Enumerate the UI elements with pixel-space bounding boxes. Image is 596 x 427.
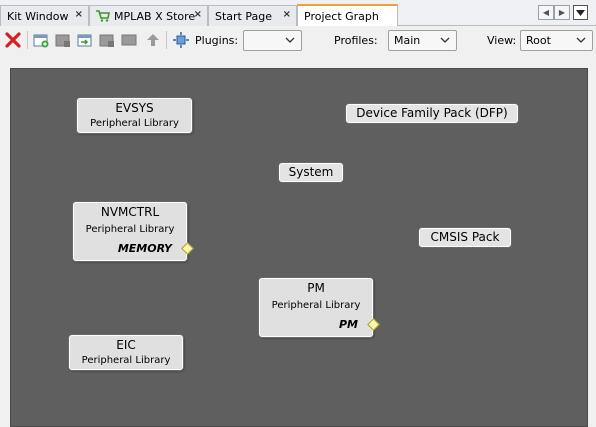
- scroll-right-icon[interactable]: ▶: [554, 5, 570, 20]
- chevron-down-icon: [285, 37, 295, 43]
- move-up-icon[interactable]: [144, 31, 162, 49]
- node-subtitle: Peripheral Library: [85, 224, 175, 235]
- window-disabled-icon[interactable]: [120, 31, 138, 49]
- project-graph-canvas[interactable]: EVSYS Peripheral Library Device Family P…: [10, 68, 588, 427]
- tab-start-page[interactable]: Start Page ×: [208, 5, 297, 26]
- tab-label: Project Graph: [304, 9, 379, 23]
- chevron-down-icon: [576, 37, 586, 43]
- import-icon[interactable]: [76, 31, 94, 49]
- cmsis-pack-component-node[interactable]: CMSIS Pack: [419, 228, 511, 247]
- add-component-icon[interactable]: [32, 31, 50, 49]
- pm-capability-label: PM: [338, 318, 358, 331]
- node-title: CMSIS Pack: [430, 230, 500, 244]
- plugins-label: Plugins:: [195, 34, 239, 47]
- tab-kit-window[interactable]: Kit Window ×: [0, 5, 89, 26]
- scroll-left-icon[interactable]: ◀: [538, 5, 554, 20]
- memory-capability-label: MEMORY: [117, 242, 172, 255]
- fit-to-window-icon[interactable]: [172, 31, 190, 49]
- nvmctrl-component-node[interactable]: NVMCTRL Peripheral Library MEMORY: [73, 202, 187, 261]
- tab-mplab-x-store[interactable]: MPLAB X Store ×: [89, 5, 208, 26]
- view-value: Root: [526, 34, 551, 47]
- tab-label: Kit Window: [7, 9, 69, 23]
- profiles-dropdown[interactable]: Main: [388, 30, 457, 51]
- profiles-label: Profiles:: [334, 34, 378, 47]
- node-title: PM: [307, 281, 325, 295]
- node-title: NVMCTRL: [100, 205, 160, 219]
- chevron-down-icon: [440, 37, 450, 43]
- tab-label: MPLAB X Store: [114, 9, 196, 23]
- tab-label: Start Page: [215, 9, 272, 23]
- export-disabled-icon[interactable]: [98, 31, 116, 49]
- view-label: View:: [487, 34, 517, 47]
- close-icon[interactable]: ×: [74, 9, 83, 20]
- node-title: Device Family Pack (DFP): [356, 106, 508, 120]
- dfp-component-node[interactable]: Device Family Pack (DFP): [346, 104, 518, 123]
- editor-tab-bar: Kit Window × MPLAB X Store × Start Page …: [0, 0, 596, 26]
- node-subtitle: Peripheral Library: [90, 118, 179, 129]
- node-title: System: [288, 165, 334, 179]
- profiles-value: Main: [394, 34, 421, 47]
- node-title: EIC: [116, 338, 136, 352]
- node-title: EVSYS: [115, 101, 154, 115]
- evsys-component-node[interactable]: EVSYS Peripheral Library: [77, 98, 192, 133]
- component-disabled-icon[interactable]: [54, 31, 72, 49]
- tab-scroll-buttons: ◀ ▶: [538, 5, 570, 20]
- node-subtitle: Peripheral Library: [81, 355, 171, 366]
- plugins-dropdown[interactable]: [243, 30, 302, 51]
- tab-project-graph[interactable]: Project Graph ×: [297, 4, 398, 26]
- graph-toolbar: Plugins: Profiles: Main View: Root: [0, 26, 596, 54]
- shopping-cart-icon: [96, 10, 110, 22]
- system-component-node[interactable]: System: [279, 163, 343, 182]
- tab-list-dropdown-icon[interactable]: [573, 5, 588, 20]
- close-icon[interactable]: ×: [282, 9, 291, 20]
- pm-component-node[interactable]: PM Peripheral Library PM: [259, 278, 373, 337]
- node-subtitle: Peripheral Library: [271, 300, 361, 311]
- view-dropdown[interactable]: Root: [520, 30, 593, 51]
- eic-component-node[interactable]: EIC Peripheral Library: [69, 335, 183, 370]
- delete-icon[interactable]: [4, 31, 22, 49]
- close-icon[interactable]: ×: [193, 9, 202, 20]
